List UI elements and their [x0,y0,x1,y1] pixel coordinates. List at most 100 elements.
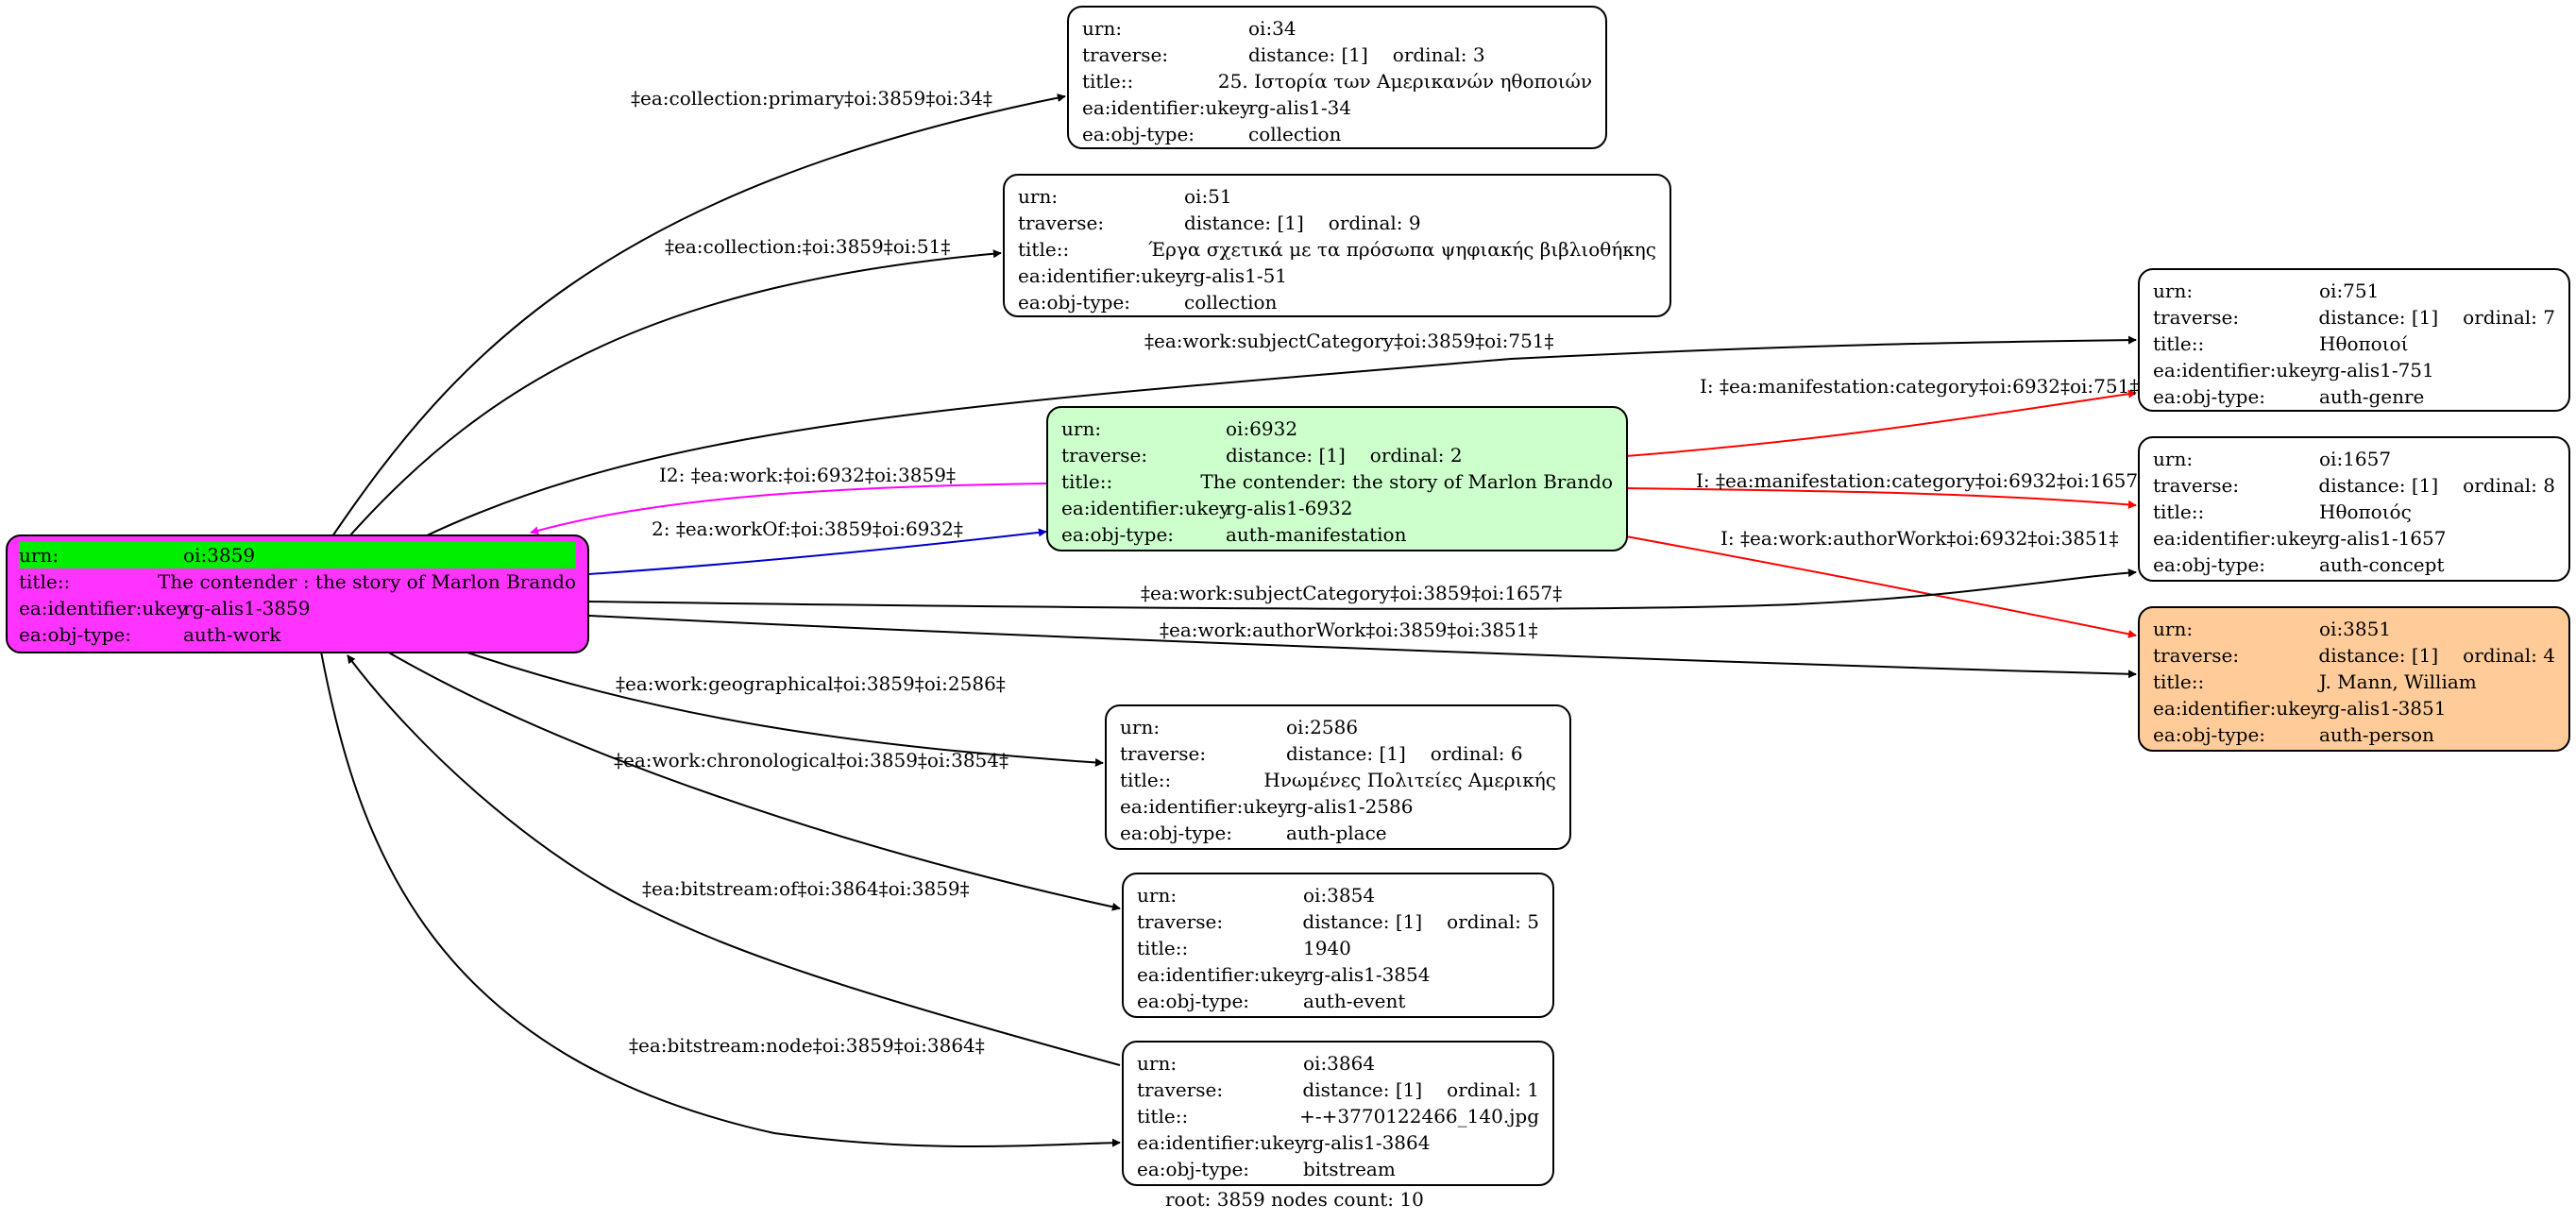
node-oi-2586[interactable]: urn:oi:2586 traverse:distance: [1]ordina… [1105,704,1571,850]
title-key: title:: [1137,1105,1189,1128]
ukey-value: rg-alis1-34 [1248,96,1352,119]
node-oi-3864[interactable]: urn:oi:3864 traverse:distance: [1]ordina… [1122,1041,1554,1186]
traverse-key: traverse: [1018,212,1105,234]
traverse-value: distance: [1] [2318,474,2439,497]
type-key: ea:obj-type: [2153,385,2266,408]
type-value: auth-manifestation [1226,523,1407,546]
node-oi-3859[interactable]: urn:oi:3859 title::The contender : the s… [6,534,589,653]
edge-collection-51 [348,249,1002,537]
ukey-value: rg-alis1-3854 [1303,963,1431,986]
type-value: auth-work [183,623,281,646]
edge-label: I: ‡ea:manifestation:category‡oi:6932‡oi… [1696,469,2147,492]
edge-bitstream-node-3864 [320,651,1121,1147]
ukey-value: rg-alis1-3859 [183,597,311,619]
traverse-value: distance: [1] [1302,1078,1423,1101]
edge-label: I2: ‡ea:work:‡oi:6932‡oi:3859‡ [659,464,956,486]
urn-value: oi:3854 [1303,884,1376,907]
title-value: The contender : the story of Marlon Bran… [158,570,576,593]
traverse-value: distance: [1] [2318,644,2439,667]
edge-label: I: ‡ea:work:authorWork‡oi:6932‡oi:3851‡ [1720,527,2118,550]
ukey-value: rg-alis1-3864 [1303,1131,1431,1154]
edge-subjectcategory-751 [424,335,2137,537]
urn-value: oi:3864 [1303,1052,1376,1075]
type-value: auth-place [1286,822,1387,844]
title-value: The contender: the story of Marlon Brand… [1200,470,1613,493]
ukey-key: ea:identifier:ukey [1061,497,1230,519]
urn-key: urn: [2153,448,2194,470]
ordinal-value: ordinal: 8 [2463,474,2555,497]
node-oi-6932[interactable]: urn:oi:6932 traverse:distance: [1]ordina… [1046,406,1628,551]
type-value: auth-person [2319,723,2434,746]
node-oi-751[interactable]: urn:oi:751 traverse:distance: [1]ordinal… [2138,268,2570,412]
urn-key: urn: [1120,716,1161,738]
edge-label: I: ‡ea:manifestation:category‡oi:6932‡oi… [1700,375,2139,398]
ukey-key: ea:identifier:ukey [1137,963,1306,986]
traverse-key: traverse: [2153,474,2240,497]
ordinal-value: ordinal: 9 [1328,212,1421,234]
title-key: title:: [2153,332,2205,355]
title-value: 1940 [1303,937,1351,959]
edge-label: ‡ea:work:subjectCategory‡oi:3859‡oi:751‡ [1144,330,1554,352]
ordinal-value: ordinal: 7 [2463,306,2555,329]
edge-chronological-3854 [386,651,1121,911]
traverse-key: traverse: [2153,644,2240,667]
title-value: Ηνωμένες Πολιτείες Αμερικής [1263,769,1556,791]
title-value: J. Mann, William [2319,670,2477,693]
edge-label: ‡ea:work:chronological‡oi:3859‡oi:3854‡ [614,749,1008,772]
ukey-value: rg-alis1-3851 [2319,697,2447,720]
ukey-key: ea:identifier:ukey [2153,697,2322,720]
ordinal-value: ordinal: 6 [1430,742,1523,765]
urn-value: oi:2586 [1286,716,1359,738]
title-value: 25. Ιστορία των Αμερικανών ηθοποιών [1217,70,1592,93]
type-key: ea:obj-type: [2153,553,2266,576]
node-oi-3851[interactable]: urn:oi:3851 traverse:distance: [1]ordina… [2138,606,2570,752]
edge-authorwork-6932-3851 [1625,535,2137,638]
edge-authorwork-3851 [588,615,2137,679]
traverse-key: traverse: [1120,742,1207,765]
title-key: title:: [19,570,71,593]
title-value: Ηθοποιοί [2319,332,2409,355]
urn-key: urn: [1061,417,1102,440]
ukey-key: ea:identifier:ukey [19,597,188,619]
edge-manifestation-category-751 [1625,389,2137,457]
ukey-value: rg-alis1-1657 [2319,527,2447,550]
edge-label: ‡ea:bitstream:of‡oi:3864‡oi:3859‡ [642,877,970,900]
ukey-key: ea:identifier:ukey [1137,1131,1306,1154]
ordinal-value: ordinal: 3 [1392,43,1485,66]
urn-key: urn: [1018,185,1059,208]
edge-work-6932-3859 [530,483,1047,535]
ukey-key: ea:identifier:ukey [2153,359,2322,382]
edge-label: ‡ea:collection:primary‡oi:3859‡oi:34‡ [631,87,992,110]
title-key: title:: [2153,500,2205,523]
urn-key: urn: [1137,1052,1178,1075]
ordinal-value: ordinal: 5 [1447,910,1539,933]
type-key: ea:obj-type: [1137,990,1250,1012]
type-key: ea:obj-type: [1120,822,1233,844]
traverse-value: distance: [1] [1184,212,1304,234]
urn-key: urn: [2153,280,2194,302]
title-value: Ηθοποιός [2319,500,2412,523]
type-value: collection [1248,123,1342,145]
node-oi-3854[interactable]: urn:oi:3854 traverse:distance: [1]ordina… [1122,873,1554,1018]
ukey-key: ea:identifier:ukey [1018,264,1187,287]
node-oi-34[interactable]: urn:oi:34 traverse:distance: [1]ordinal:… [1067,6,1607,149]
edge-label: ‡ea:work:geographical‡oi:3859‡oi:2586‡ [616,672,1006,695]
edge-collection-primary-34 [331,93,1066,537]
edge-label: ‡ea:bitstream:node‡oi:3859‡oi:3864‡ [629,1034,985,1057]
urn-key: urn: [1137,884,1178,907]
node-oi-51[interactable]: urn:oi:51 traverse:distance: [1]ordinal:… [1003,174,1671,317]
title-value: Έργα σχετικά με τα πρόσωπα ψηφιακής βιβλ… [1148,238,1656,261]
type-value: bitstream [1303,1158,1396,1180]
urn-value: oi:3851 [2319,618,2392,640]
ukey-key: ea:identifier:ukey [1082,96,1251,119]
ordinal-value: ordinal: 4 [2463,644,2555,667]
urn-key: urn: [19,542,181,568]
edge-workof-6932 [588,528,1047,575]
ukey-value: rg-alis1-751 [2319,359,2434,382]
type-key: ea:obj-type: [1082,123,1195,145]
type-value: collection [1184,291,1278,314]
traverse-key: traverse: [1082,43,1169,66]
node-oi-1657[interactable]: urn:oi:1657 traverse:distance: [1]ordina… [2138,436,2570,582]
urn-key: urn: [1082,17,1123,40]
